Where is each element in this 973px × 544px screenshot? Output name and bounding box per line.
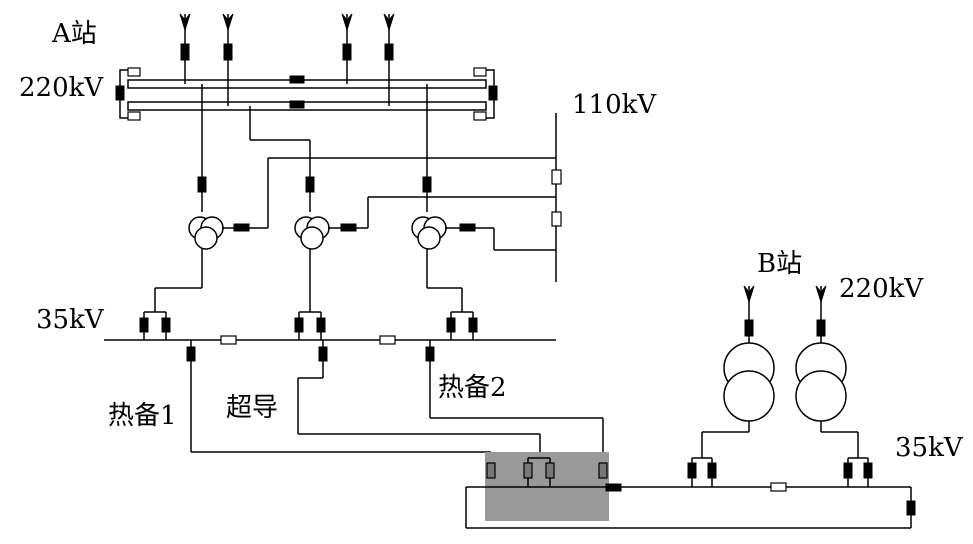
station-b-label: B站 xyxy=(757,249,802,279)
station-a-label: A站 xyxy=(51,19,97,49)
a-incoming-feeders xyxy=(179,13,395,106)
a-110kv-label: 110kV xyxy=(572,90,657,120)
b-transformer-2 xyxy=(795,285,873,487)
a-35kv-label: 35kV xyxy=(36,305,105,335)
a-transformer-2 xyxy=(249,106,556,312)
a-transformer-3 xyxy=(411,84,556,312)
bus-section-breaker xyxy=(289,100,305,109)
feeder-arrow-3 xyxy=(341,13,353,84)
highlight-breakers xyxy=(486,457,608,487)
superconducting-label: 超导 xyxy=(226,393,278,423)
b-35kv-busbar xyxy=(465,482,916,529)
a-35kv-busbar xyxy=(104,311,556,345)
a-transformer-1 xyxy=(154,84,556,312)
bus-coupler-breaker xyxy=(289,75,305,84)
a-220kv-label: 220kV xyxy=(19,73,104,103)
feeder-arrow-1 xyxy=(179,13,191,84)
a-220kv-busbar xyxy=(115,67,498,121)
feeder-arrow-4 xyxy=(383,13,395,84)
hot-standby-1-label: 热备1 xyxy=(108,401,177,431)
feeder-arrow-2 xyxy=(222,13,234,84)
b-35kv-label: 35kV xyxy=(895,433,964,463)
b-220kv-label: 220kV xyxy=(839,274,924,304)
b-transformer-1 xyxy=(687,285,775,487)
hot-standby-2-label: 热备2 xyxy=(438,373,507,403)
